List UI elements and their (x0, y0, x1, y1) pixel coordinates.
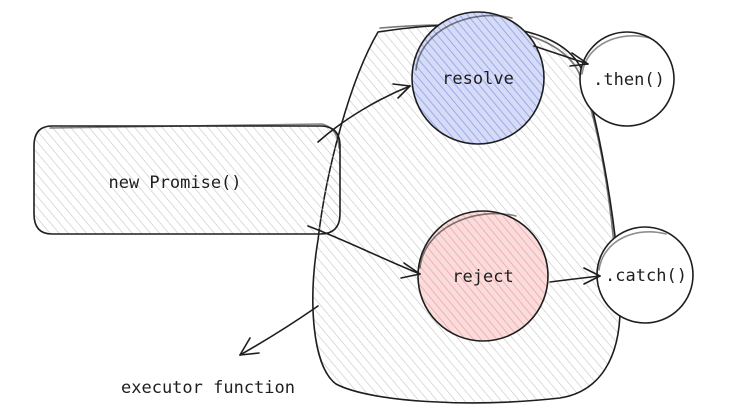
executor-label: executor function (121, 378, 295, 398)
resolve-label: resolve (442, 69, 514, 89)
reject-node: reject (417, 210, 549, 342)
arrow-reject-to-catch (549, 267, 601, 285)
arrow-blob-to-executor-label (239, 305, 319, 356)
catch-label: .catch() (605, 266, 687, 286)
reject-label: reject (452, 267, 513, 287)
resolve-node: resolve (411, 11, 545, 145)
arrow-promise-to-resolve (317, 83, 411, 143)
arrow-promise-to-reject (307, 225, 421, 279)
arrow-resolve-to-then (533, 45, 589, 67)
then-node: .then() (579, 31, 675, 127)
new-promise-box: new Promise() (33, 123, 341, 235)
then-label: .then() (593, 70, 665, 90)
catch-node: .catch() (596, 226, 694, 324)
new-promise-label: new Promise() (108, 173, 241, 193)
